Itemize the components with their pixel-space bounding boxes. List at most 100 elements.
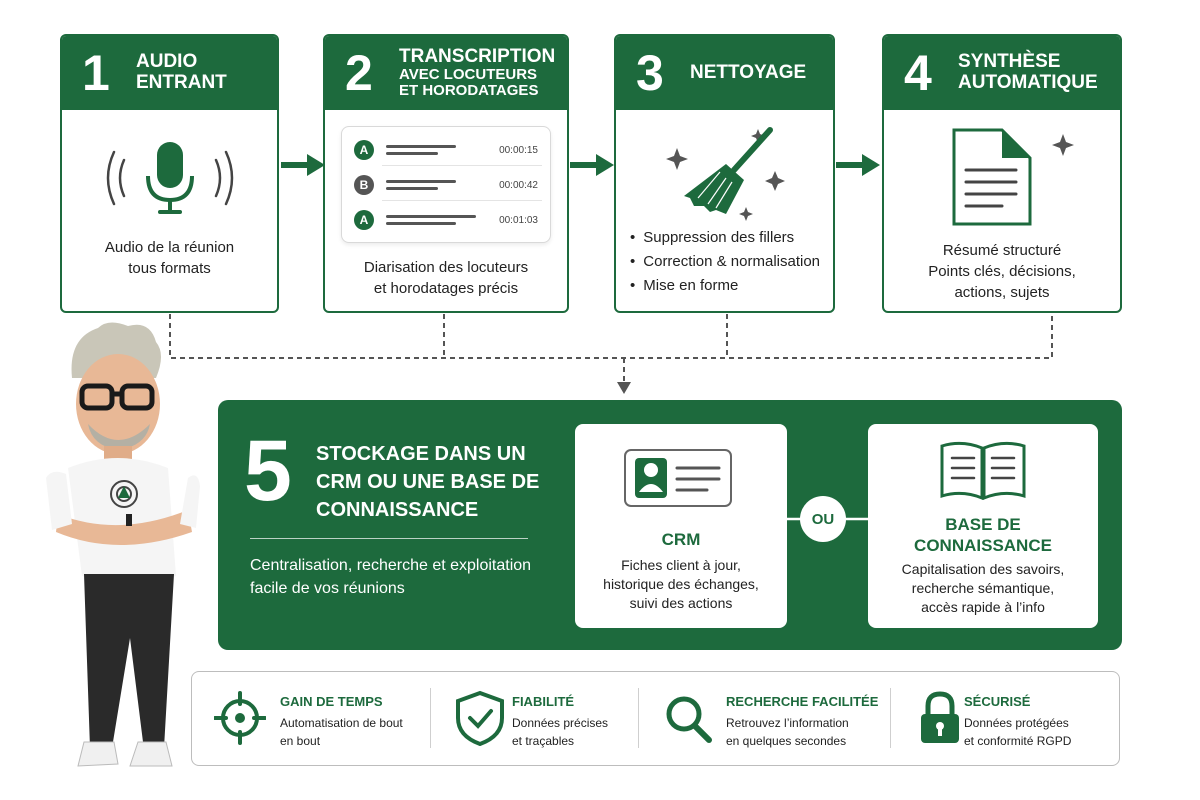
step-3-number: 3 xyxy=(636,45,664,101)
step-2-caption: Diarisation des locuteurs et horodatages… xyxy=(325,257,567,299)
benefit-desc-line: Données précises xyxy=(512,716,609,730)
arrow-2-to-3 xyxy=(570,154,614,176)
kb-title-line-2: CONNAISSANCE xyxy=(914,536,1052,555)
transcript-row: A 00:00:15 xyxy=(354,139,538,161)
benefit-desc-line: en bout xyxy=(280,734,321,748)
knowledge-base-description: Capitalisation des savoirs, recherche sé… xyxy=(868,560,1098,617)
storage-title: STOCKAGE DANS UN CRM OU UNE BASE DE CONN… xyxy=(316,443,540,521)
list-item: Suppression des fillers xyxy=(630,226,820,250)
list-item: Mise en forme xyxy=(630,274,820,298)
step-4-title-line-1: SYNTHÈSE xyxy=(958,51,1061,73)
knowledge-base-card: BASE DE CONNAISSANCE Capitalisation des … xyxy=(868,424,1098,628)
benefit-desc-line: et conformité RGPD xyxy=(964,734,1072,748)
step-2-title-main: TRANSCRIPTION xyxy=(399,45,556,67)
crm-desc-line-3: suivi des actions xyxy=(629,595,733,611)
or-badge: OU xyxy=(800,496,846,542)
step-2-header: 2 TRANSCRIPTION AVEC LOCUTEURS ET HORODA… xyxy=(325,36,567,110)
step-2-title-sub-2: ET HORODATAGES xyxy=(399,82,539,100)
kb-desc-line-2: recherche sémantique, xyxy=(911,580,1055,596)
step-3-title: NETTOYAGE xyxy=(680,61,807,84)
microphone-icon xyxy=(106,142,234,214)
kb-desc-line-3: accès rapide à l’info xyxy=(921,599,1045,615)
benefit-desc-line: Retrouvez l’information xyxy=(726,716,849,730)
benefit-title: GAIN DE TEMPS xyxy=(280,694,383,709)
step-2-title-sub-1: AVEC LOCUTEURS xyxy=(399,66,538,84)
step-4-title-line-2: AUTOMATIQUE xyxy=(958,72,1098,93)
step-4-caption-line-2: Points clés, décisions, xyxy=(928,263,1076,280)
shield-check-icon xyxy=(456,690,504,746)
target-icon xyxy=(214,691,266,745)
list-item: Correction & normalisation xyxy=(630,250,820,274)
transcript-row: A 00:01:03 xyxy=(354,209,538,231)
step-4-header: 4 SYNTHÈSE AUTOMATIQUE xyxy=(884,36,1120,110)
benefit-desc-line: Automatisation de bout xyxy=(280,716,403,730)
crm-description: Fiches client à jour, historique des éch… xyxy=(575,556,787,613)
step-3-card: 3 NETTOYAGE Suppression des fillers Corr… xyxy=(614,34,835,313)
step-1-title-line-2: ENTRANT xyxy=(136,72,227,93)
step-1-title-line-1: AUDIO xyxy=(136,51,198,73)
magnifier-icon xyxy=(666,696,712,743)
step-4-caption-line-1: Résumé structuré xyxy=(942,242,1062,259)
step-3-header: 3 NETTOYAGE xyxy=(616,36,833,110)
benefit-reliability: FIABILITÉ Données précises et traçables xyxy=(432,672,638,767)
crm-card: CRM Fiches client à jour, historique des… xyxy=(575,424,787,628)
knowledge-base-title: BASE DE CONNAISSANCE xyxy=(868,514,1098,556)
transcript-text-lines xyxy=(374,211,499,229)
step-4-card: 4 SYNTHÈSE AUTOMATIQUE Résumé structuré … xyxy=(882,34,1122,313)
arrow-3-to-4 xyxy=(836,154,880,176)
benefit-description: Données protégées et conformité RGPD xyxy=(964,714,1071,750)
broom-icon xyxy=(666,127,785,221)
storage-description: Centralisation, recherche et exploitatio… xyxy=(250,557,532,597)
divider xyxy=(890,688,891,748)
benefit-desc-line: Données protégées xyxy=(964,716,1069,730)
arrow-1-to-2 xyxy=(281,154,325,176)
benefit-title: RECHERCHE FACILITÉE xyxy=(726,694,879,709)
step-1-caption-line-1: Audio de la réunion xyxy=(104,239,235,256)
step-1-caption: Audio de la réunion tous formats xyxy=(62,237,277,279)
character-illustration xyxy=(46,322,200,767)
step-4-title: SYNTHÈSE AUTOMATIQUE xyxy=(948,52,1098,93)
step-1-card: 1 AUDIO ENTRANT Audio de la réunion tous… xyxy=(60,34,279,313)
step-4-number: 4 xyxy=(904,45,932,101)
divider xyxy=(638,688,639,748)
benefit-description: Automatisation de bout en bout xyxy=(280,714,403,750)
benefit-secure: SÉCURISÉ Données protégées et conformité… xyxy=(892,672,1118,767)
step-1-caption-line-2: tous formats xyxy=(128,260,211,277)
kb-title-line-1: BASE DE xyxy=(945,515,1021,534)
step-1-header: 1 AUDIO ENTRANT xyxy=(62,36,277,110)
step-2-caption-line-2: et horodatages précis xyxy=(373,280,519,297)
benefit-easy-search: RECHERCHE FACILITÉE Retrouvez l’informat… xyxy=(640,672,890,767)
benefit-time-saving: GAIN DE TEMPS Automatisation de bout en … xyxy=(192,672,430,767)
step-1-number: 1 xyxy=(82,45,110,101)
benefit-title: SÉCURISÉ xyxy=(964,694,1031,709)
step-5-number: 5 xyxy=(244,423,292,519)
open-book-icon xyxy=(940,441,1026,500)
divider xyxy=(430,688,431,748)
timestamp: 00:00:15 xyxy=(499,144,538,156)
step-3-bullet-list: Suppression des fillers Correction & nor… xyxy=(630,226,820,298)
document-icon xyxy=(952,128,1074,226)
crm-desc-line-1: Fiches client à jour, xyxy=(621,557,741,573)
step-1-title: AUDIO ENTRANT xyxy=(126,52,227,93)
step-2-number: 2 xyxy=(345,45,373,101)
step-2-caption-line-1: Diarisation des locuteurs xyxy=(363,259,529,276)
speaker-badge: A xyxy=(354,140,374,160)
transcript-row: B 00:00:42 xyxy=(354,174,538,196)
contact-card-icon xyxy=(624,449,732,507)
transcript-text-lines xyxy=(374,141,499,159)
storage-section: 5 STOCKAGE DANS UN CRM OU UNE BASE DE CO… xyxy=(218,400,1122,650)
speaker-badge: B xyxy=(354,175,374,195)
step-2-title: TRANSCRIPTION AVEC LOCUTEURS ET HORODATA… xyxy=(389,45,556,100)
lock-icon xyxy=(921,691,959,743)
transcript-card: A 00:00:15 B 00:00:42 A 00:01:03 xyxy=(341,126,551,243)
step-4-caption: Résumé structuré Points clés, décisions,… xyxy=(884,240,1120,303)
crm-title: CRM xyxy=(661,530,701,549)
timestamp: 00:01:03 xyxy=(499,214,538,226)
step-2-card: 2 TRANSCRIPTION AVEC LOCUTEURS ET HORODA… xyxy=(323,34,569,313)
step-4-caption-line-3: actions, sujets xyxy=(954,284,1050,301)
benefit-desc-line: et traçables xyxy=(512,734,575,748)
benefit-description: Données précises et traçables xyxy=(512,714,608,750)
timestamp: 00:00:42 xyxy=(499,179,538,191)
step-3-title-line-1: NETTOYAGE xyxy=(690,61,807,83)
benefits-bar: GAIN DE TEMPS Automatisation de bout en … xyxy=(191,671,1120,766)
